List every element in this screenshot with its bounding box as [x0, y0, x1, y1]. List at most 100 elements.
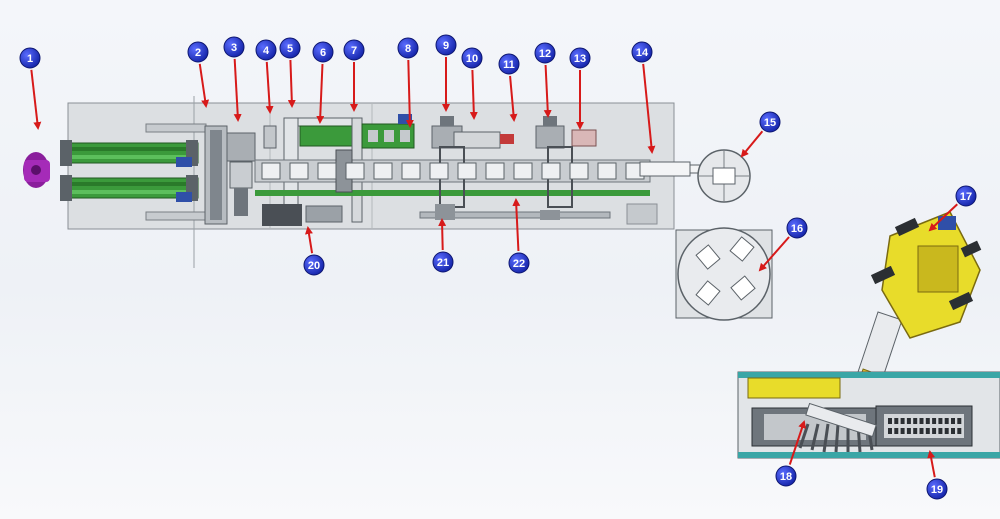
callout-label-20: 20 [308, 260, 320, 272]
tray-cell [900, 428, 905, 434]
callout-marker-5 [279, 37, 301, 59]
pallet [429, 162, 449, 180]
main-production-line [23, 96, 739, 268]
callout-marker-8 [397, 37, 419, 59]
callout-arrow-18 [788, 420, 806, 465]
lower-output-line [737, 371, 1000, 459]
callout-marker-19 [926, 478, 948, 500]
callout-label-21: 21 [437, 257, 449, 269]
callout-label-15: 15 [764, 117, 776, 129]
tray-cell [894, 428, 899, 434]
callout-marker-2 [187, 41, 209, 63]
callout-marker-16 [786, 217, 808, 239]
tray-cell [938, 428, 943, 434]
callout-arrow-22 [512, 198, 521, 252]
callout-label-18: 18 [780, 471, 792, 483]
callout-label-9: 9 [443, 40, 449, 52]
callout-marker-3 [223, 36, 245, 58]
callout-arrow-10 [469, 69, 478, 120]
tray-cell [888, 418, 892, 424]
pallet [373, 162, 393, 180]
callout-marker-21 [432, 251, 454, 273]
callout-marker-12 [534, 42, 556, 64]
callout-marker-1 [19, 47, 41, 69]
callout-marker-9 [435, 34, 457, 56]
turntable-16 [675, 227, 773, 321]
callout-arrow-20 [305, 226, 314, 254]
pallet [569, 162, 589, 180]
callout-arrow-4 [265, 61, 274, 114]
pallet-row [261, 162, 645, 180]
callout-label-10: 10 [466, 53, 478, 65]
tray-cell [888, 428, 892, 434]
pallet [457, 162, 477, 180]
pallet [541, 162, 561, 180]
pallet [345, 162, 365, 180]
callout-arrow-1 [30, 69, 42, 130]
callout-marker-11 [498, 53, 520, 75]
callout-arrow-11 [509, 75, 518, 122]
tray-cell [951, 418, 955, 424]
callout-marker-7 [343, 39, 365, 61]
callout-marker-6 [312, 41, 334, 63]
callout-arrow-15 [740, 130, 764, 158]
tray-cell [951, 428, 955, 434]
turntable-15 [697, 149, 751, 203]
callout-arrow-19 [927, 450, 936, 478]
callout-arrow-14 [642, 63, 656, 154]
callout-label-13: 13 [574, 53, 586, 65]
callout-arrow-17 [928, 203, 958, 232]
pallet [401, 162, 421, 180]
tray-cell [906, 418, 911, 424]
callout-marker-20 [303, 254, 325, 276]
callout-label-19: 19 [931, 484, 943, 496]
callout-arrow-3 [233, 58, 242, 122]
input-conveyor-lower [60, 175, 199, 201]
tray-cell [957, 428, 962, 434]
callout-arrow-12 [543, 64, 552, 118]
pallet [513, 162, 533, 180]
callout-label-8: 8 [405, 43, 411, 55]
green-frame-station [361, 114, 415, 149]
callout-label-22: 22 [513, 258, 525, 270]
callout-label-2: 2 [195, 47, 201, 59]
callout-label-14: 14 [636, 47, 649, 59]
tray-cell [925, 418, 930, 424]
pallet [289, 162, 309, 180]
tray-cell [932, 428, 937, 434]
tray-cell [913, 428, 918, 434]
tray-cell [919, 428, 924, 434]
callout-label-16: 16 [791, 223, 803, 235]
pallet [261, 162, 281, 180]
callout-marker-13 [569, 47, 591, 69]
robot-arm [853, 211, 982, 402]
callout-marker-10 [461, 47, 483, 69]
callout-marker-15 [759, 111, 781, 133]
tray-cell [925, 428, 930, 434]
tray-cell [944, 428, 949, 434]
callout-label-17: 17 [960, 191, 972, 203]
callout-arrow-2 [198, 63, 210, 108]
callout-marker-22 [508, 252, 530, 274]
tray-cell [894, 418, 899, 424]
pallet [317, 162, 337, 180]
callout-label-7: 7 [351, 45, 357, 57]
tray-cell [900, 418, 905, 424]
callout-label-6: 6 [320, 47, 326, 59]
tray-cell [906, 428, 911, 434]
pallet [597, 162, 617, 180]
callout-label-11: 11 [503, 59, 515, 71]
callout-arrow-6 [316, 63, 325, 124]
transfer-lift-unit [204, 125, 256, 225]
tray-cell [938, 418, 943, 424]
pallet [485, 162, 505, 180]
callout-label-4: 4 [263, 45, 270, 57]
callout-label-3: 3 [231, 42, 237, 54]
tray-cell [957, 418, 962, 424]
callout-label-5: 5 [287, 43, 293, 55]
tray-cell [913, 418, 918, 424]
callout-marker-4 [255, 39, 277, 61]
